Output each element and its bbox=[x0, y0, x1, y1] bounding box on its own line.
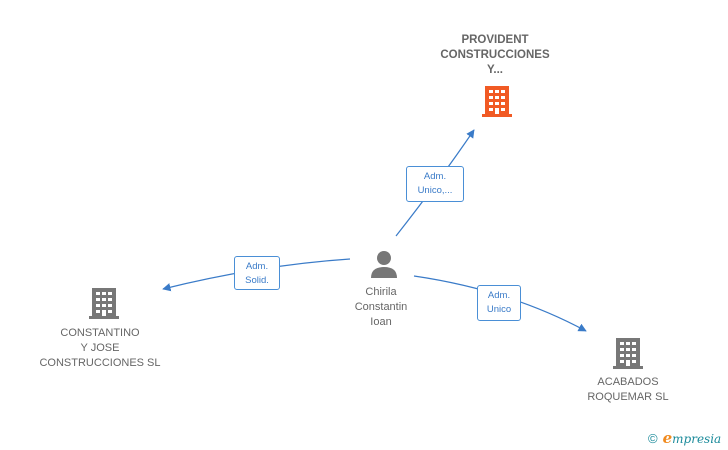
edge-label-constantino-line-2: Solid. bbox=[245, 275, 269, 286]
edge-label-acabados-line-2: Unico bbox=[486, 304, 512, 315]
company-provident-label[interactable]: PROVIDENT CONSTRUCCIONES Y... bbox=[420, 33, 570, 78]
company-provident-line-1: PROVIDENT bbox=[461, 34, 529, 46]
building-icon[interactable] bbox=[88, 286, 120, 320]
person-icon[interactable] bbox=[369, 249, 399, 279]
company-constantino-line-2: Y JOSE bbox=[80, 342, 120, 354]
edge-label-acabados-line-1: Adm. bbox=[487, 290, 511, 301]
company-constantino-line-3: CONSTRUCCIONES SL bbox=[39, 357, 161, 369]
building-icon[interactable] bbox=[481, 84, 513, 118]
brand-logo: empresia bbox=[663, 429, 722, 447]
building-icon[interactable] bbox=[612, 336, 644, 370]
person-label[interactable]: Chirila Constantin Ioan bbox=[331, 285, 431, 330]
copyright-icon: © bbox=[648, 430, 658, 446]
person-line-3: Ioan bbox=[370, 316, 392, 328]
footer-brand: © empresia bbox=[648, 429, 721, 447]
brand-initial: e bbox=[662, 429, 673, 447]
company-constantino-label[interactable]: CONSTANTINO Y JOSE CONSTRUCCIONES SL bbox=[25, 326, 175, 371]
edge-label-provident[interactable]: Adm. Unico,... bbox=[406, 166, 464, 202]
company-acabados-line-1: ACABADOS bbox=[597, 376, 659, 388]
company-constantino-line-1: CONSTANTINO bbox=[60, 327, 140, 339]
person-line-1: Chirila bbox=[365, 286, 397, 298]
edge-label-acabados[interactable]: Adm. Unico bbox=[477, 285, 521, 321]
edge-label-constantino-line-1: Adm. bbox=[245, 261, 269, 272]
company-acabados-label[interactable]: ACABADOS ROQUEMAR SL bbox=[568, 375, 688, 405]
edge-label-constantino[interactable]: Adm. Solid. bbox=[234, 256, 280, 290]
edge-label-provident-line-2: Unico,... bbox=[417, 185, 453, 196]
company-provident-line-3: Y... bbox=[487, 64, 503, 76]
company-provident-line-2: CONSTRUCCIONES bbox=[440, 49, 550, 61]
company-acabados-line-2: ROQUEMAR SL bbox=[587, 391, 669, 403]
edge-label-provident-line-1: Adm. bbox=[423, 171, 447, 182]
person-line-2: Constantin bbox=[354, 301, 408, 313]
brand-name: mpresia bbox=[672, 432, 722, 446]
